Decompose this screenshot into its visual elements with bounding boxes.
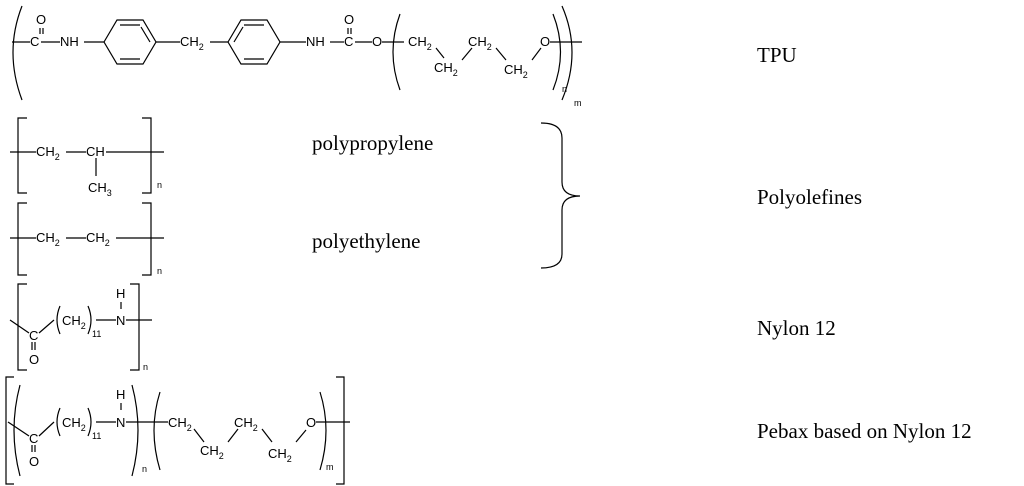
tpu-outer-paren-right	[561, 5, 573, 101]
tpu-outer-paren-left	[12, 5, 23, 101]
tpu-carbonyl-o-1: O	[36, 12, 46, 27]
tpu-index-m: m	[574, 98, 582, 108]
pe-index-n: n	[157, 266, 162, 276]
pebax-bracket-right	[336, 376, 345, 485]
tpu-ch2-a: CH2	[408, 34, 432, 52]
tpu-benzene-ring-2	[227, 19, 281, 65]
pebax-ch2-d: CH2	[268, 446, 292, 464]
pp-bracket-right	[142, 117, 152, 194]
tpu-carbonyl-o-2: O	[344, 12, 354, 27]
tpu-benzene-ring-1	[103, 19, 157, 65]
pebax-paren-right-1	[131, 384, 139, 477]
pebax-carbonyl-o: O	[29, 454, 39, 469]
label-nylon12: Nylon 12	[757, 316, 836, 340]
pe-bracket-left	[17, 202, 27, 276]
nylon-n: N	[116, 313, 125, 328]
tpu-nh-2: NH	[306, 34, 325, 49]
pp-index-n: n	[157, 180, 162, 190]
nylon-index-n: n	[143, 362, 148, 372]
nylon-h: H	[116, 286, 125, 301]
pebax-ch2: CH2	[62, 415, 86, 433]
polyethylene-structure: n CH2 CH2	[10, 202, 164, 276]
tpu-ether-o: O	[540, 34, 550, 49]
tpu-carbonyl-c-1: C	[30, 34, 39, 49]
tpu-structure: m C O NH CH2 NH C O O n	[12, 5, 582, 108]
pebax-ether-o: O	[306, 415, 316, 430]
pp-ch2: CH2	[36, 144, 60, 162]
pebax-ch2-b: CH2	[200, 443, 224, 461]
tpu-methylene-ch2: CH2	[180, 34, 204, 52]
tpu-index-n: n	[562, 84, 567, 94]
tpu-carbonyl-c-2: C	[344, 34, 353, 49]
polypropylene-structure: n CH2 CH CH3	[10, 117, 164, 198]
pebax-structure: n C O CH2 11 N H m CH2 CH2 CH2 CH2 O	[5, 376, 350, 485]
pe-ch2-b: CH2	[86, 230, 110, 248]
pebax-index-n: n	[142, 464, 147, 474]
pebax-index-m: m	[326, 462, 334, 472]
nylon-bracket-left	[17, 283, 27, 371]
pebax-h: H	[116, 387, 125, 402]
tpu-ch2-d: CH2	[504, 62, 528, 80]
label-pebax: Pebax based on Nylon 12	[757, 419, 972, 443]
label-tpu: TPU	[757, 43, 797, 67]
pebax-carbonyl-c: C	[29, 431, 38, 446]
label-polyolefines: Polyolefines	[757, 185, 862, 209]
label-polypropylene: polypropylene	[312, 131, 434, 155]
pebax-n: N	[116, 415, 125, 430]
tpu-inner-paren-left	[392, 13, 401, 91]
tpu-ch2-c: CH2	[468, 34, 492, 52]
pebax-paren-right-2	[319, 391, 327, 471]
pebax-index-11: 11	[92, 431, 101, 441]
pe-bracket-right	[142, 202, 152, 276]
pebax-paren-left-1	[13, 384, 21, 477]
pp-bracket-left	[17, 117, 27, 194]
tpu-ester-o: O	[372, 34, 382, 49]
nylon-carbonyl-c: C	[29, 328, 38, 343]
nylon-carbonyl-o: O	[29, 352, 39, 367]
label-polyethylene: polyethylene	[312, 229, 421, 253]
nylon-bracket-right	[130, 283, 140, 371]
pebax-ch2-a: CH2	[168, 415, 192, 433]
pebax-bracket-left	[5, 376, 14, 485]
polyolefines-brace	[540, 122, 581, 269]
nylon12-structure: n C O CH2 11 N H	[9, 283, 152, 372]
nylon-index-11: 11	[92, 329, 101, 339]
pebax-paren-left-2	[153, 391, 161, 471]
tpu-inner-paren-right	[552, 13, 562, 91]
pp-ch: CH	[86, 144, 105, 159]
pe-ch2-a: CH2	[36, 230, 60, 248]
pp-ch3: CH3	[88, 180, 112, 198]
tpu-ch2-b: CH2	[434, 60, 458, 78]
nylon-ch2: CH2	[62, 313, 86, 331]
tpu-nh-1: NH	[60, 34, 79, 49]
pebax-ch2-c: CH2	[234, 415, 258, 433]
